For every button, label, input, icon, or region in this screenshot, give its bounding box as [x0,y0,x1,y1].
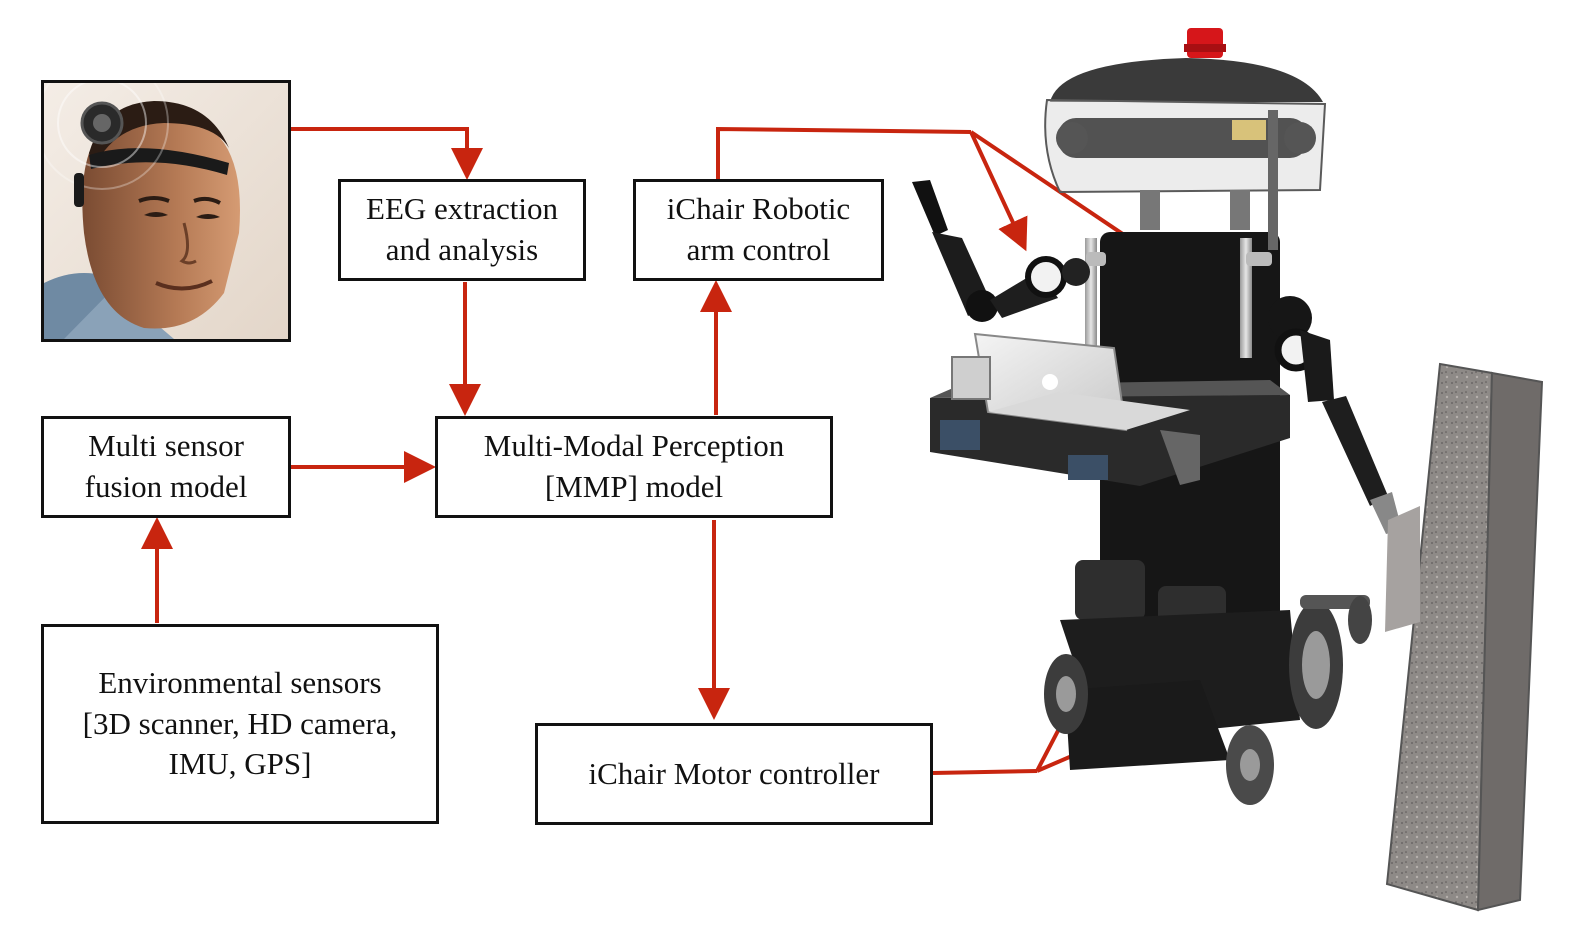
robotic-arm-control-box: iChair Robotic arm control [633,179,884,281]
robot-left-arm [912,180,1090,322]
robot-laptop-tray [930,332,1290,486]
pillar-side-face [1476,371,1544,912]
motor-label-line-1: iChair Motor controller [588,755,880,791]
arm-label-line-2: arm control [686,232,831,267]
mmp-label-line-1: Multi-Modal Perception [483,428,785,464]
pillar-front-face [1385,362,1494,912]
arrow-photo-to-eeg [291,127,483,180]
mmp-model-box: Multi-Modal Perception [MMP] model [435,416,833,518]
robot-base [1044,560,1372,805]
arm-label-line-1: iChair Robotic [666,191,851,227]
mmp-label-line-2: [MMP] model [544,469,724,504]
fusion-label-line-2: fusion model [84,469,248,504]
env-label-line-1: Environmental sensors [98,664,382,700]
pillar-ledge [1385,506,1420,632]
man-with-eeg-headset-icon [44,83,288,339]
arrow-arm-to-left-arm [969,131,1028,252]
eeg-label-line-2: and analysis [385,232,539,267]
robot-head [1044,28,1327,230]
eeg-extraction-box: EEG extraction and analysis [338,179,586,281]
sensor-fusion-box: Multi sensor fusion model [41,416,291,518]
motor-controller-box: iChair Motor controller [535,723,933,825]
env-label-line-3: IMU, GPS] [168,746,312,782]
line-motor-out [932,769,1038,775]
environmental-sensors-box: Environmental sensors [3D scanner, HD ca… [41,624,439,824]
env-label-line-2: [3D scanner, HD camera, [82,705,398,741]
line-arm-control-out [716,126,972,180]
eeg-label-line-1: EEG extraction [366,191,558,227]
user-eeg-photo [41,80,291,342]
fusion-label-line-1: Multi sensor [88,428,244,464]
